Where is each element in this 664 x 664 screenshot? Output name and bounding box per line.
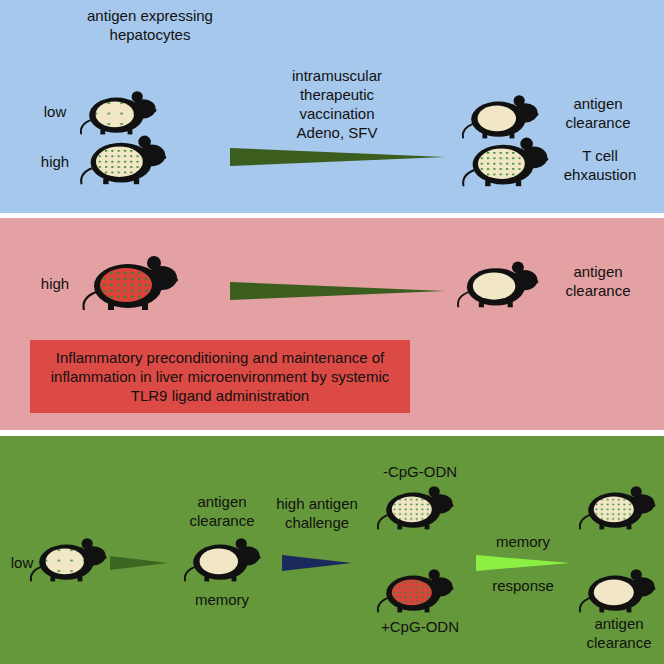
heading-label: antigen expressing hepatocytes (85, 6, 215, 44)
mouse (185, 538, 261, 581)
callout-box: Inflammatory preconditioning and mainten… (30, 340, 410, 413)
outcome-label: antigen clearance (550, 94, 646, 132)
mouse (378, 569, 454, 612)
arrow-label: high antigen challenge (275, 494, 359, 532)
group-label: high (31, 152, 79, 171)
mouse (463, 95, 539, 138)
mouse (84, 256, 179, 310)
group-label: low (4, 553, 40, 572)
condition-label: +CpG-ODN (372, 617, 468, 636)
mouse (463, 138, 548, 187)
outcome-label: antigen clearance (577, 614, 661, 652)
panel-pink (0, 218, 664, 430)
box-text: Inflammatory preconditioning and mainten… (42, 348, 398, 405)
group-label: high (31, 274, 79, 293)
mouse (81, 136, 166, 185)
outcome-label: antigen clearance (550, 262, 646, 300)
arrow-label: intramuscular therapeutic vaccination Ad… (275, 66, 399, 142)
mouse (458, 261, 538, 307)
mouse (31, 538, 107, 581)
arrow-label: memory (481, 532, 565, 551)
wedge-arrow (282, 555, 352, 571)
wedge-arrow (110, 556, 168, 570)
mouse (580, 486, 656, 529)
outcome-label: antigen clearance (174, 492, 270, 530)
outcome-label: memory (182, 590, 262, 609)
panel-green (0, 436, 664, 664)
panel-blue (0, 0, 664, 213)
outcome-label: T cell ehxaustion (552, 146, 648, 184)
wedge-arrow (476, 555, 570, 571)
mouse (378, 486, 454, 529)
arrow-label: response (481, 576, 565, 595)
mouse (580, 569, 656, 612)
wedge-arrow (230, 148, 445, 166)
wedge-arrow (230, 282, 445, 300)
group-label: low (33, 102, 77, 121)
condition-label: -CpG-ODN (372, 462, 468, 481)
mouse (81, 91, 157, 134)
